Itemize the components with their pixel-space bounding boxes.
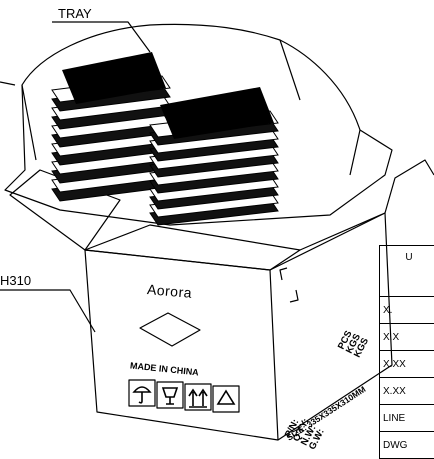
label-units: PCSKGSKGS (336, 328, 371, 360)
recycle-icon (218, 391, 234, 404)
fragile-glass-icon (163, 388, 177, 404)
tray-stacks (52, 52, 278, 225)
carton-leader (0, 290, 95, 332)
title-block-row: X.X (380, 324, 434, 351)
title-block-row: DWG (380, 432, 434, 459)
brand-logo-text: Aorora (146, 281, 192, 301)
this-way-up-icon (189, 390, 207, 407)
keep-dry-umbrella-icon (134, 387, 150, 403)
title-block: U X. X.X X.XX X.XX LINE DWG (379, 245, 434, 459)
carton-flap-front (85, 225, 300, 270)
title-block-row: LINE (380, 405, 434, 432)
carton-callout-label: H310 (0, 273, 31, 288)
symbol-box-this-way-up (185, 384, 211, 410)
made-in-label: MADE IN CHINA (130, 360, 200, 377)
title-block-header: U (380, 246, 434, 297)
carton-flap-right (385, 160, 434, 213)
title-block-row: X.XX (380, 378, 434, 405)
title-block-row: X.XX (380, 351, 434, 378)
size-label: SIZE: 335X335X310MM (285, 384, 368, 443)
title-block-row: X. (380, 297, 434, 324)
tray-callout-label: TRAY (58, 6, 92, 21)
carton-front-face (85, 250, 278, 440)
label-diamond (140, 313, 200, 346)
